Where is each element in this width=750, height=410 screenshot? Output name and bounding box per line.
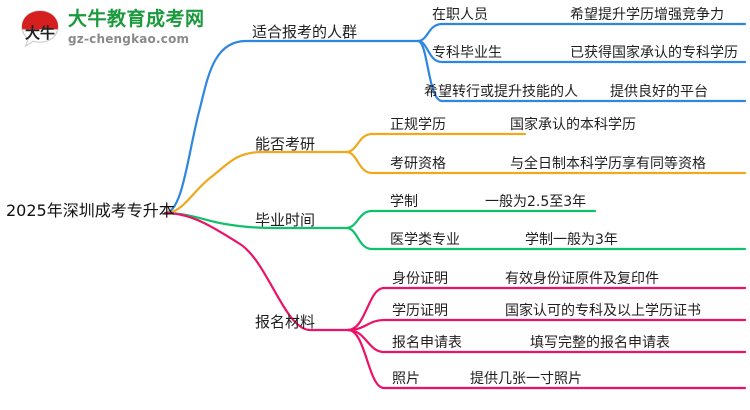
mindmap-branch-1-child-3-label[interactable]: 希望转行或提升技能的人: [424, 84, 578, 100]
connector-branch-3-child-2: [344, 226, 747, 251]
logo-subtitle: gz-chengkao.com: [68, 32, 190, 46]
connector-branch-2-child-2: [344, 150, 747, 175]
mindmap-branch-1-child-1-detail[interactable]: 希望提升学历增强竞争力: [570, 7, 724, 23]
connector-branch-2-child-1: [344, 132, 527, 154]
mindmap-branch-4-child-2-detail[interactable]: 国家认可的专科及以上学历证书: [505, 303, 701, 319]
mindmap-branch-1-child-3-detail[interactable]: 提供良好的平台: [610, 84, 708, 100]
mindmap-branch-2[interactable]: 能否考研: [255, 135, 316, 153]
mindmap-branch-3-child-2-label[interactable]: 医学类专业: [390, 232, 460, 248]
connector-branch-1-child-1: [416, 22, 747, 43]
connector-branch-4-child-4: [346, 328, 747, 390]
connector-root-to-branch-1: [163, 39, 394, 215]
speech-bubble-logo-icon: 大牛: [18, 8, 62, 52]
mindmap-branch-4[interactable]: 报名材料: [255, 313, 316, 331]
mindmap-branch-4-child-4-label[interactable]: 照片: [392, 371, 420, 387]
site-logo: 大牛 大牛教育成考网 gz-chengkao.com: [18, 6, 233, 54]
logo-wordmark: 大牛教育成考网 gz-chengkao.com: [68, 7, 238, 47]
connector-root-to-branch-2: [163, 150, 332, 215]
mindmap-branch-3-child-1-label[interactable]: 学制: [390, 194, 418, 210]
mindmap-root-node[interactable]: 2025年深圳成考专升本: [6, 201, 175, 220]
mindmap-branch-3-child-2-detail[interactable]: 学制一般为3年: [525, 232, 618, 248]
svg-text:大牛: 大牛: [25, 24, 55, 42]
mindmap-branch-4-child-1-detail[interactable]: 有效身份证原件及复印件: [505, 271, 659, 287]
mindmap-branch-4-child-3-detail[interactable]: 填写完整的报名申请表: [530, 335, 670, 351]
connector-root-to-branch-4: [163, 211, 332, 332]
mindmap-branch-3[interactable]: 毕业时间: [255, 211, 316, 229]
logo-title: 大牛教育成考网: [68, 8, 205, 30]
mindmap-branch-1-child-2-detail[interactable]: 已获得国家承认的专科学历: [570, 45, 738, 61]
mindmap-branch-1-child-1-label[interactable]: 在职人员: [432, 7, 488, 23]
mindmap-branch-2-child-2-label[interactable]: 考研资格: [390, 156, 446, 172]
connector-branch-1-child-3: [416, 39, 747, 103]
mindmap-branch-4-child-1-label[interactable]: 身份证明: [392, 271, 448, 287]
mindmap-branch-2-child-2-detail[interactable]: 与全日制本科学历享有同等资格: [510, 156, 706, 172]
mindmap-branch-2-child-1-label[interactable]: 正规学历: [390, 117, 446, 133]
mindmap-branch-1[interactable]: 适合报考的人群: [252, 23, 358, 41]
mindmap-branch-1-child-2-label[interactable]: 专科毕业生: [432, 45, 502, 61]
connector-branch-3-child-1: [344, 209, 597, 230]
mindmap-branch-4-child-3-label[interactable]: 报名申请表: [392, 335, 462, 351]
mindmap-branch-2-child-1-detail[interactable]: 国家承认的本科学历: [510, 117, 636, 133]
mindmap-branch-3-child-1-detail[interactable]: 一般为2.5至3年: [485, 194, 587, 210]
mindmap-branch-4-child-4-detail[interactable]: 提供几张一寸照片: [470, 371, 582, 387]
mindmap-branch-4-child-2-label[interactable]: 学历证明: [392, 303, 448, 319]
